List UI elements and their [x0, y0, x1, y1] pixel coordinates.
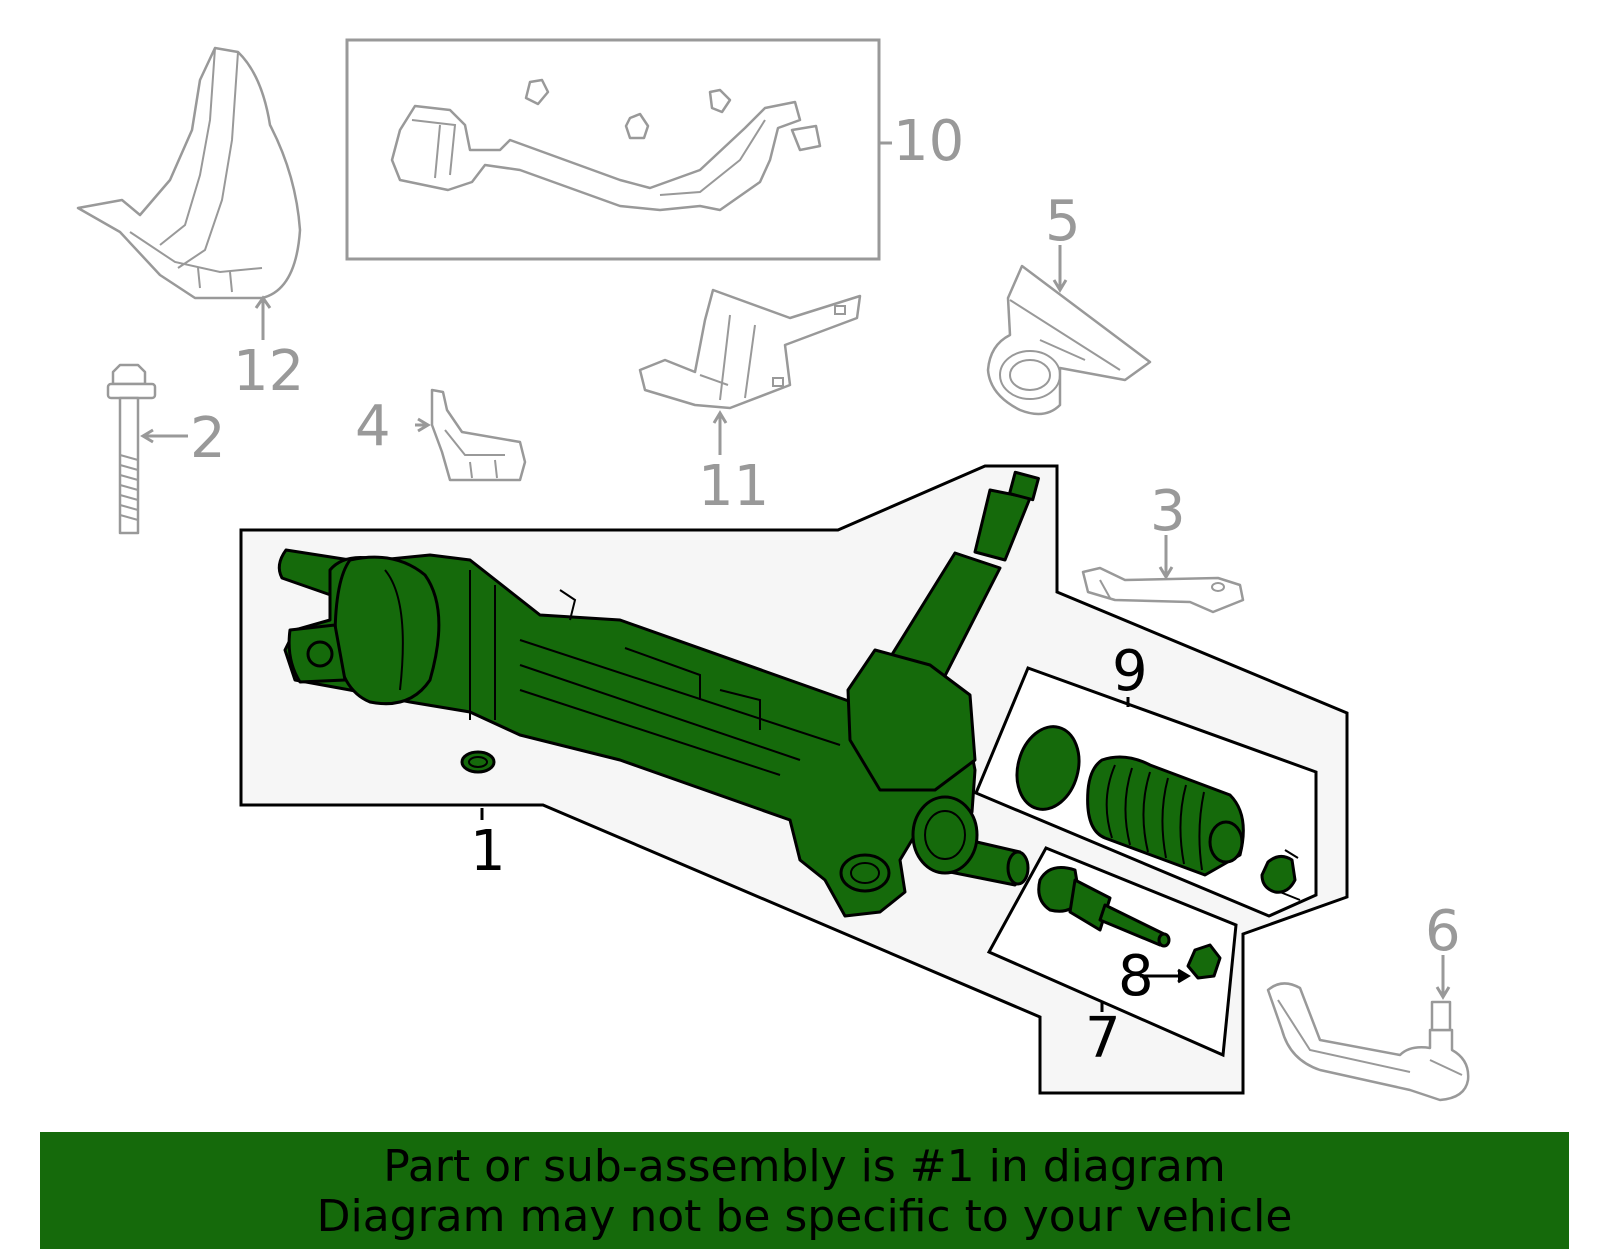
disclaimer-banner: Part or sub-assembly is #1 in diagram Di…	[40, 1132, 1569, 1249]
callout-7: 7	[1085, 1006, 1121, 1071]
disclaimer-line-2: Diagram may not be specific to your vehi…	[316, 1191, 1293, 1242]
heat-shield-12	[76, 46, 302, 300]
callout-9: 9	[1112, 639, 1148, 704]
bracket-3	[1081, 566, 1245, 614]
tie-rod-end-6	[1266, 982, 1470, 1102]
bolt-2	[106, 363, 157, 535]
callout-8: 8	[1118, 944, 1154, 1009]
callout-6: 6	[1425, 899, 1461, 964]
callout-1: 1	[470, 819, 506, 884]
bracket-11	[638, 288, 862, 410]
steering-rack-1	[277, 470, 1040, 918]
callout-5: 5	[1045, 189, 1081, 254]
callout-2: 2	[190, 406, 226, 471]
boot-kit-9	[1015, 725, 1301, 901]
harness-10	[390, 78, 822, 212]
disclaimer-line-1: Part or sub-assembly is #1 in diagram	[383, 1141, 1226, 1192]
callout-11: 11	[698, 454, 769, 519]
callout-12: 12	[233, 339, 304, 404]
tie-rod-7	[1037, 866, 1171, 948]
o-ring	[460, 750, 496, 774]
callout-4: 4	[355, 394, 391, 459]
callout-10: 10	[893, 109, 964, 174]
nut-8	[1186, 943, 1222, 980]
seal-5	[986, 264, 1152, 416]
callout-3: 3	[1150, 479, 1186, 544]
bracket-4	[430, 388, 527, 482]
